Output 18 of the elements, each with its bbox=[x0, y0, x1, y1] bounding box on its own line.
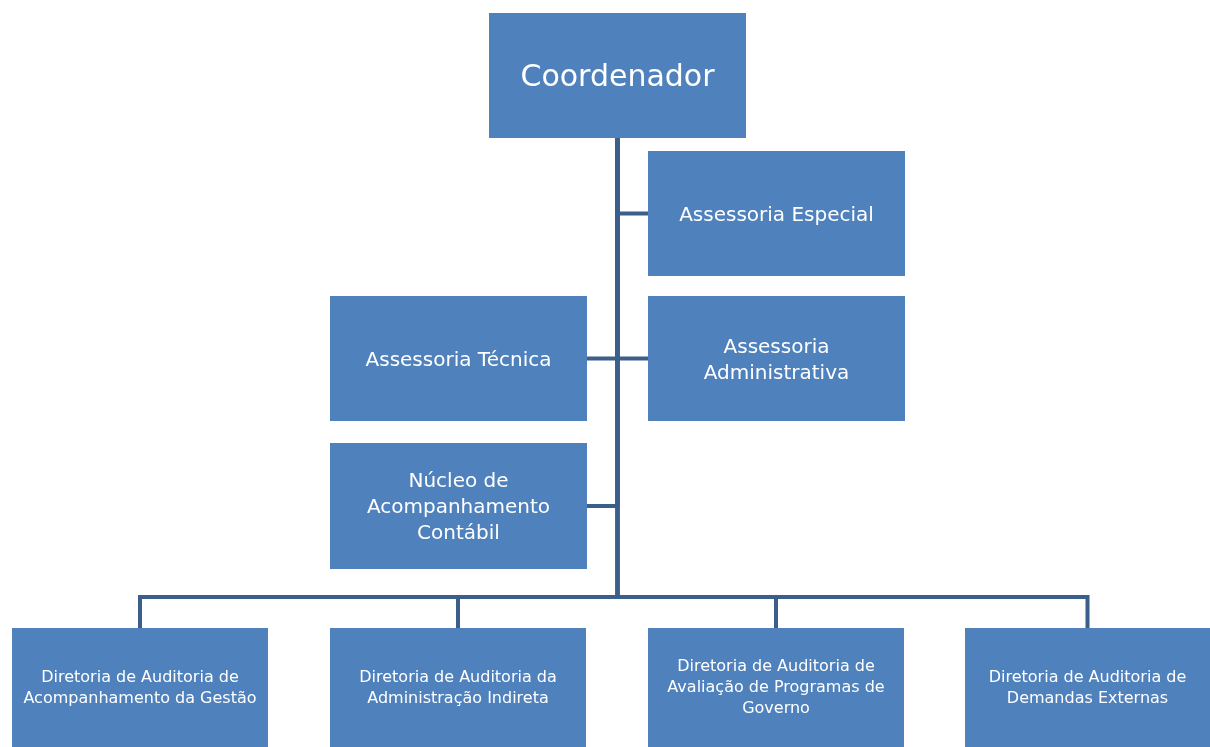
org-box bbox=[648, 296, 905, 421]
box-label: Assessoria Administrativa bbox=[702, 332, 851, 385]
org-box bbox=[330, 628, 586, 747]
box-label: Diretoria de Auditoria de Demandas Externas bbox=[987, 666, 1188, 709]
org-box bbox=[965, 628, 1210, 747]
box-label: Diretoria de Auditoria de Acompanhamento da Gestão bbox=[22, 666, 258, 709]
org-box bbox=[489, 13, 746, 138]
box-label: Assessoria Técnica bbox=[365, 345, 552, 372]
org-box bbox=[648, 151, 905, 276]
box-label: Diretoria de Auditoria da Administração Indireta bbox=[358, 666, 558, 709]
org-box bbox=[330, 296, 587, 421]
box-label: Coordenador bbox=[520, 57, 715, 95]
org-box bbox=[12, 628, 268, 747]
org-box bbox=[330, 443, 587, 569]
org-box bbox=[648, 628, 904, 747]
box-label: Diretoria de Auditoria de Avaliação de Programas de Governo bbox=[666, 656, 886, 719]
box-label: Núcleo de Acompanhamento Contábil bbox=[365, 467, 552, 545]
box-label: Assessoria Especial bbox=[679, 200, 874, 227]
